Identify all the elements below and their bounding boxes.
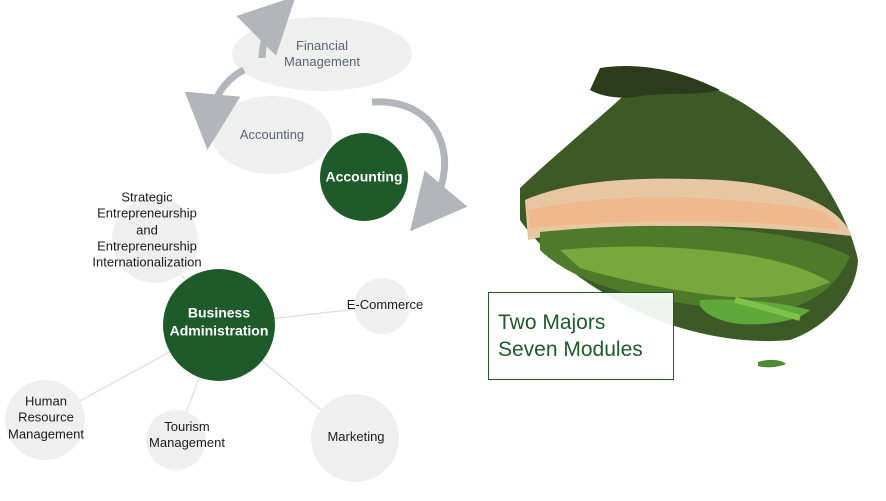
bubble-accounting-module [212, 96, 332, 174]
label-business-hub: Business Administration [169, 304, 269, 339]
bubble-hr [5, 380, 85, 460]
label-accounting-module: Accounting [239, 126, 305, 142]
arrow-up-icon [236, 0, 296, 59]
bubble-strategic [112, 197, 198, 283]
arrow-down-left-icon [184, 66, 246, 150]
arrow-curve-right-icon [371, 98, 468, 232]
business-hub-circle [163, 269, 275, 381]
label-accounting-hub: Accounting [325, 168, 403, 185]
label-strategic-entrepreneurship: Strategic Entrepreneurship and Entrepren… [92, 189, 202, 270]
label-marketing: Marketing [327, 428, 385, 444]
bubble-tourism [146, 410, 206, 470]
landscape-brush-image [520, 66, 858, 368]
label-ecommerce: E-Commerce [346, 296, 424, 312]
cycle-arrows [184, 0, 468, 232]
bubble-marketing [311, 394, 399, 482]
bubble-ecommerce [354, 278, 410, 334]
label-tourism: Tourism Management [149, 418, 225, 450]
tagline-line1: Two Majors [498, 311, 606, 334]
tagline-line2: Seven Modules [498, 338, 643, 361]
label-hr: Human Resource Management [8, 393, 84, 442]
tagline-box: Two Majors Seven Modules [488, 292, 674, 380]
accounting-hub-circle [320, 133, 408, 221]
label-financial-management: Financial Management [284, 37, 360, 69]
